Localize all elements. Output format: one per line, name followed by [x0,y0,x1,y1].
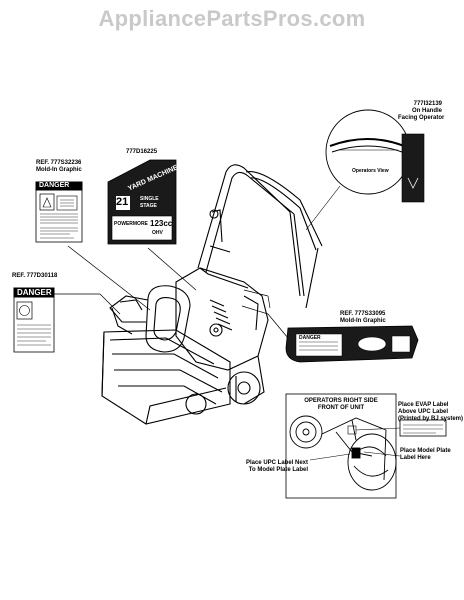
snow-thrower-drawing [101,164,323,425]
brand-decal-225 [107,159,177,245]
label-ref-095-ref: REF. 777S33095 [340,311,386,317]
label-upc-2: To Model Plate Label [248,467,308,473]
label-operators-side-1: OPERATORS RIGHT SIDE [304,398,378,404]
danger-decal-236 [35,181,83,243]
brand-engine-size: 123cc [150,219,173,228]
brand-stage: SINGLE [140,196,159,202]
label-model-plate-2: Label Here [400,455,431,461]
leader-lines [54,245,289,339]
label-part-225: 777D16225 [126,149,157,156]
label-ref-236: REF. 777S32236 Mold-In Graphic [36,160,82,174]
label-part-225-ref: 777D16225 [126,149,158,155]
label-part-139-ref: 777I32139 [413,101,442,107]
label-part-139-desc2: Facing Operator [398,115,445,121]
label-part-139: 777I32139 On Handle Facing Operator [398,101,445,122]
brand-model-number: 21 [116,196,129,208]
danger-decal-118 [13,287,55,353]
label-upc-1: Place UPC Label Next [245,460,308,466]
label-upc: Place UPC Label Next To Model Plate Labe… [232,460,308,474]
label-ref-236-desc: Mold-In Graphic [36,167,82,173]
control-panel-decal-095 [285,325,419,363]
danger-decal-095-header: DANGER [299,335,321,341]
brand-engine-unit: OHV [152,230,163,236]
label-operators-side: OPERATORS RIGHT SIDE FRONT OF UNIT [286,398,396,412]
label-evap-1: Place EVAP Label [398,402,449,408]
label-model-plate-1: Place Model Plate [400,448,451,454]
label-ref-118-ref: REF. 777D30118 [12,273,58,279]
label-evap-2: Above UPC Label [398,409,449,415]
danger-decal-236-header: DANGER [39,182,70,189]
operators-side-inset [285,393,447,499]
label-ref-236-ref: REF. 777S32236 [36,160,82,166]
label-ref-095-desc: Mold-In Graphic [340,318,386,324]
handle-decal-text: Operators View [352,168,389,174]
brand-stage-2: STAGE [140,203,157,209]
danger-decal-118-header: DANGER [17,288,52,297]
brand-engine: POWERMORE [114,221,148,227]
label-evap-3: (Printed by BJ system) [398,416,464,422]
label-model-plate: Place Model Plate Label Here [400,448,451,462]
label-ref-118: REF. 777D30118 [12,273,57,280]
watermark: AppliancePartsPros.com [98,6,366,31]
label-part-139-desc1: On Handle [411,108,442,114]
label-ref-095: REF. 777S33095 Mold-In Graphic [340,311,386,325]
label-evap: Place EVAP Label Above UPC Label (Printe… [398,402,463,423]
label-operators-side-2: FRONT OF UNIT [317,405,365,411]
handle-decal-callout [305,109,425,231]
